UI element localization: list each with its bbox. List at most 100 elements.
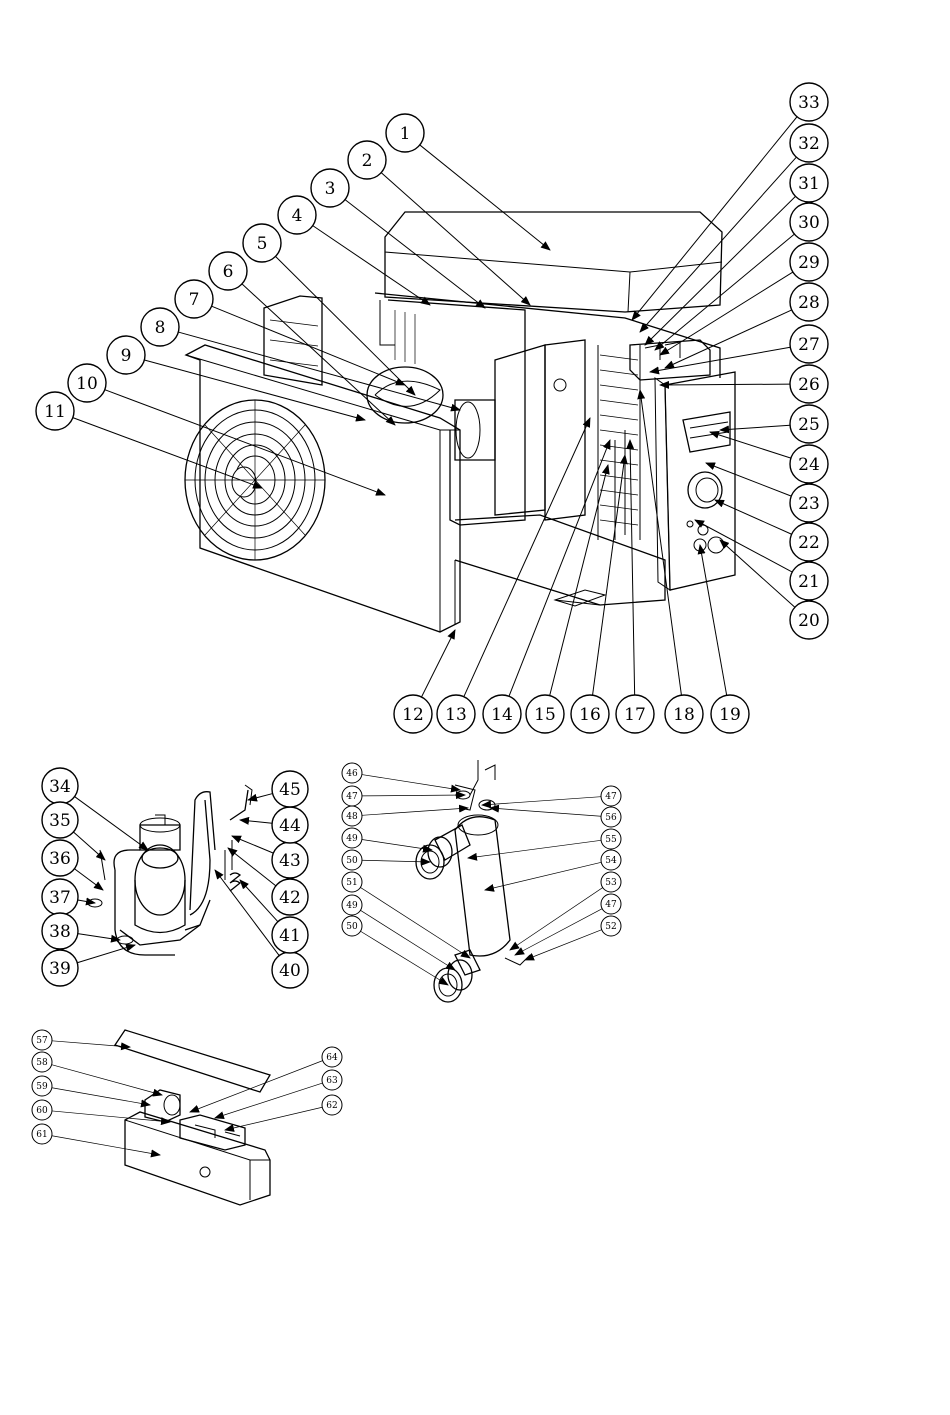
compressor-callout-label-10: 43	[279, 851, 301, 871]
main-leader-18	[640, 390, 681, 695]
compressor-callout-label-4: 37	[49, 888, 71, 908]
inlet-pipe	[435, 825, 470, 860]
ebox-callout-label-5: 61	[36, 1130, 47, 1140]
main-leader-12	[421, 630, 455, 697]
exchanger-leader-9	[482, 797, 601, 805]
expansion-coil	[230, 873, 240, 891]
exchanger-leader-6	[360, 887, 470, 958]
compressor-leader-3	[74, 869, 103, 890]
exchanger-leader-13	[510, 888, 603, 950]
exchanger-callout-label-14: 47	[605, 900, 617, 910]
main-callout-label-27: 27	[798, 335, 820, 355]
exchanger-leader-10	[490, 808, 601, 816]
compressor-callout-label-7: 40	[279, 961, 301, 981]
compressor-leader-6	[77, 945, 135, 963]
rear-frame	[375, 293, 720, 378]
fan-grille	[185, 400, 325, 560]
main-callout-label-33: 33	[798, 93, 820, 113]
main-callout-label-4: 4	[292, 206, 303, 226]
main-callout-label-18: 18	[673, 705, 695, 725]
exchanger-callout-label-11: 55	[605, 835, 617, 845]
compressor-callout-label-11: 44	[279, 816, 301, 836]
main-callout-label-3: 3	[325, 179, 336, 199]
main-leader-6	[242, 284, 395, 425]
exchanger-callout-label-1: 46	[346, 769, 358, 779]
exchanger-callout-label-10: 56	[605, 813, 617, 823]
main-leader-15	[550, 465, 608, 696]
ebox-leader-7	[215, 1083, 322, 1118]
compressor-leader-4	[78, 900, 95, 903]
compressor-callout-label-3: 36	[49, 849, 71, 869]
main-leader-29	[660, 272, 793, 355]
transformer	[145, 1090, 180, 1122]
main-callout-label-12: 12	[402, 705, 424, 725]
evaporator-frame	[388, 300, 525, 525]
exchanger-leader-11	[468, 840, 601, 858]
control-board	[180, 1115, 245, 1150]
base-tray	[455, 515, 665, 605]
main-callout-label-6: 6	[223, 262, 234, 282]
main-callout-label-19: 19	[719, 705, 741, 725]
compressor-leader-10	[232, 836, 273, 853]
control-box	[630, 340, 710, 380]
box-lid	[115, 1030, 270, 1092]
exchanger-callout-label-5: 50	[346, 856, 358, 866]
compressor-leader-5	[78, 934, 120, 940]
main-callout-label-9: 9	[121, 346, 132, 366]
exchanger-leader-2	[362, 795, 465, 796]
exchanger-leader-1	[362, 775, 460, 790]
main-callout-label-30: 30	[798, 213, 820, 233]
compressor-leader-1	[75, 797, 148, 850]
exchanger-callout-label-4: 49	[346, 834, 358, 844]
main-leader-8	[178, 332, 460, 410]
main-callout-label-20: 20	[798, 611, 820, 631]
main-callout-label-16: 16	[579, 705, 601, 725]
main-leader-20	[720, 540, 795, 607]
main-callout-label-2: 2	[362, 151, 373, 171]
exchanger-callout-label-9: 47	[605, 792, 617, 802]
ebox-leader-1	[52, 1041, 130, 1047]
main-leader-28	[665, 310, 792, 368]
exchanger-leader-14	[515, 909, 602, 955]
main-leader-11	[73, 418, 262, 488]
exchanger-callout-label-8: 50	[346, 922, 358, 932]
main-leader-31	[645, 196, 795, 345]
main-leader-5	[275, 256, 415, 395]
main-leader-22	[715, 500, 792, 534]
compressor-callout-label-5: 38	[49, 922, 71, 942]
ebox-callout-label-8: 62	[326, 1101, 337, 1111]
main-callout-label-22: 22	[798, 533, 820, 553]
main-callout-label-28: 28	[798, 293, 820, 313]
ebox-leader-3	[52, 1088, 150, 1105]
exchanger-leader-5	[362, 860, 430, 862]
heat-exchanger-callouts: 464748495051495047565554534752	[342, 763, 621, 985]
motor-bracket	[495, 345, 545, 515]
main-callout-label-21: 21	[798, 572, 820, 592]
main-callout-label-26: 26	[798, 375, 820, 395]
heat-exchanger-drawing: 464748495051495047565554534752	[342, 760, 621, 1002]
ebox-callout-label-3: 59	[36, 1082, 48, 1092]
accumulator	[140, 825, 180, 850]
exchanger-callout-label-6: 51	[346, 878, 357, 888]
compressor-callout-label-6: 39	[49, 959, 71, 979]
pressure-gauge	[688, 472, 722, 508]
compressor-leader-9	[228, 848, 276, 886]
ebox-callout-label-1: 57	[36, 1036, 48, 1046]
main-leader-7	[212, 306, 405, 385]
main-leader-24	[710, 432, 791, 458]
main-callout-label-17: 17	[624, 705, 646, 725]
compressor-callout-label-2: 35	[49, 811, 71, 831]
main-callout-label-25: 25	[798, 415, 820, 435]
main-callout-label-13: 13	[445, 705, 467, 725]
main-callout-label-11: 11	[44, 402, 66, 422]
front-panel	[186, 345, 460, 632]
exchanger-callout-label-15: 52	[605, 922, 616, 932]
exchanger-leader-15	[525, 930, 602, 960]
compressor-callout-label-9: 42	[279, 888, 301, 908]
ebox-callout-label-2: 58	[36, 1058, 48, 1068]
main-leader-4	[313, 226, 430, 305]
main-callout-label-14: 14	[491, 705, 513, 725]
partition-panel	[545, 340, 585, 520]
